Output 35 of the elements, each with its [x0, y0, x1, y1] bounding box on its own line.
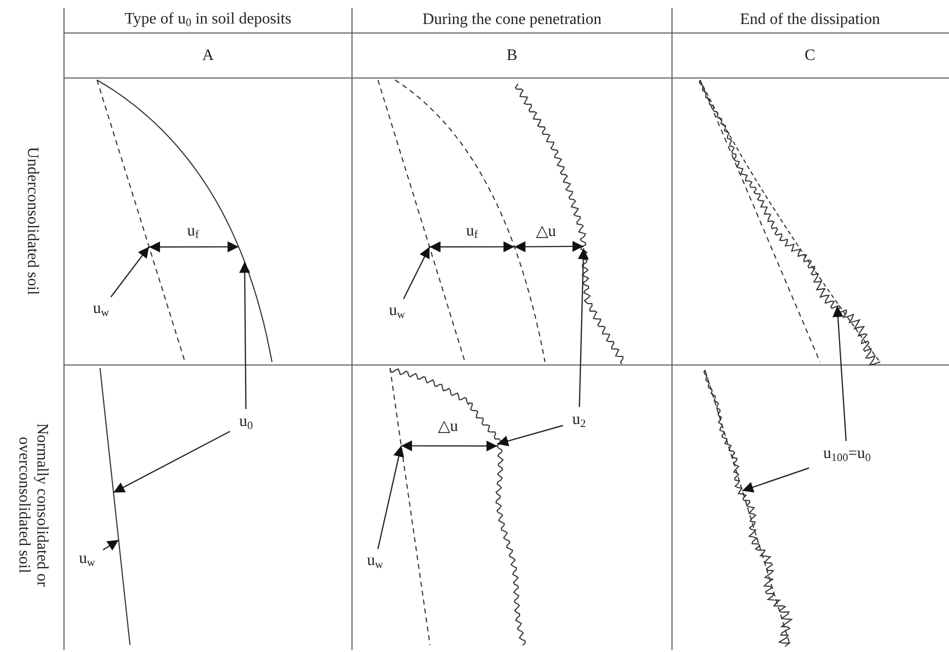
- double-arrow: [514, 240, 584, 252]
- column-header: Type of u$_{0}$ in soil deposits: [124, 10, 292, 30]
- pressure-label: u$_{w}$: [88, 300, 114, 320]
- leader-arrow: [578, 248, 589, 408]
- pressure-label: u$_{w}$: [74, 550, 100, 570]
- column-letter: B: [506, 47, 518, 65]
- leader-arrow: [239, 262, 250, 409]
- row-label: Normally consolidated or overconsolidated soil: [14, 422, 50, 589]
- leader-arrow: [102, 540, 119, 551]
- leader-arrow: [377, 446, 404, 550]
- penetration-pressure-curve: [514, 84, 624, 364]
- column-letter: C: [804, 47, 816, 65]
- edge-label: △u: [436, 418, 460, 436]
- leader-arrow: [110, 246, 150, 298]
- pressure-label: u$_{w}$: [384, 302, 410, 322]
- row-label: Underconsolidated soil: [23, 146, 42, 297]
- double-arrow: [149, 241, 239, 252]
- column-header: End of the dissipation: [740, 11, 880, 29]
- pore-pressure-line: [99, 368, 131, 646]
- leader-arrow: [113, 430, 230, 494]
- leader-arrow: [742, 467, 810, 492]
- double-arrow: [401, 440, 498, 452]
- pressure-label: u$_{0}$: [233, 412, 259, 434]
- edge-label: △u: [534, 223, 558, 241]
- hydrostatic-line: [377, 80, 466, 362]
- pressure-label: u$_{w}$: [362, 552, 388, 572]
- leader-arrow: [832, 306, 847, 442]
- leader-arrow: [402, 246, 430, 300]
- pressure-label: u$_{100}$=u$_{0}$: [812, 444, 882, 466]
- penetration-pressure-curve: [390, 368, 526, 646]
- column-header: During the cone penetration: [422, 11, 602, 29]
- double-arrow: [430, 241, 514, 252]
- leader-arrow: [497, 424, 564, 446]
- column-letter: A: [202, 47, 214, 65]
- pressure-label: u$_{2}$: [566, 410, 592, 432]
